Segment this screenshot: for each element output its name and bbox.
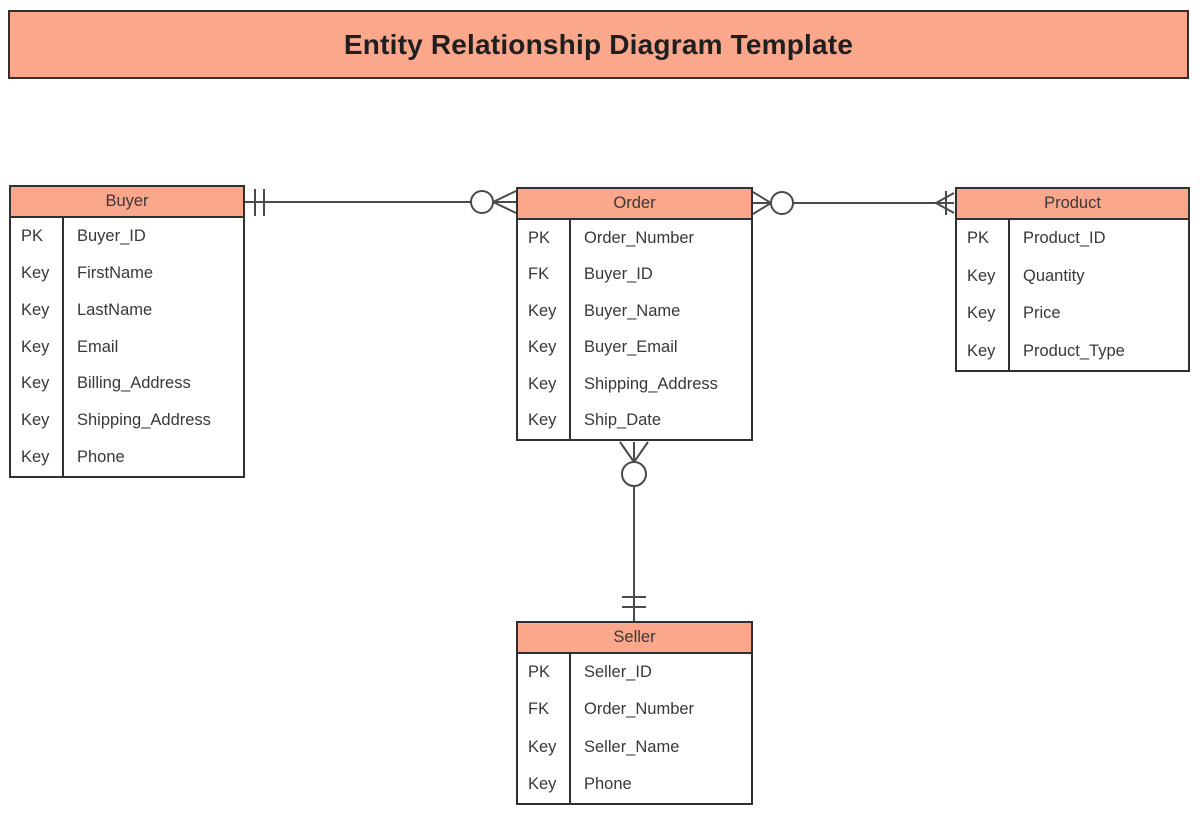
- diagram-title-banner[interactable]: Entity Relationship Diagram Template: [8, 10, 1189, 79]
- key-type: Key: [957, 257, 1010, 295]
- entity-seller-attributes: PK Seller_ID FK Order_Number Key Seller_…: [518, 654, 751, 803]
- connector-order-product[interactable]: [752, 191, 955, 215]
- table-row: Key Buyer_Email: [518, 329, 751, 366]
- table-row: PK Product_ID: [957, 220, 1188, 258]
- key-type: FK: [518, 691, 571, 729]
- key-type: Key: [518, 293, 571, 330]
- key-type: Key: [11, 402, 64, 440]
- attribute-name: Price: [1023, 304, 1061, 323]
- table-row: Key Shipping_Address: [518, 366, 751, 403]
- cardinality-zero-or-many-icon: [619, 441, 649, 487]
- key-type: Key: [11, 439, 64, 477]
- key-type: Key: [518, 329, 571, 366]
- attribute-name: Buyer_ID: [77, 226, 146, 245]
- attribute-name: Billing_Address: [77, 374, 191, 393]
- entity-title: Buyer: [105, 192, 149, 210]
- key-type: Key: [11, 254, 64, 292]
- table-row: Key Phone: [11, 439, 243, 477]
- table-row: FK Order_Number: [518, 691, 751, 729]
- entity-seller[interactable]: Seller PK Seller_ID FK Order_Number Key …: [516, 621, 753, 805]
- attribute-name: Buyer_Name: [584, 301, 681, 320]
- attribute-name: Shipping_Address: [77, 411, 211, 430]
- entity-buyer[interactable]: Buyer PK Buyer_ID Key FirstName Key Last…: [9, 185, 245, 478]
- attribute-name: Order_Number: [584, 700, 695, 719]
- key-type: Key: [11, 291, 64, 329]
- attribute-name: FirstName: [77, 263, 154, 282]
- entity-order-header: Order: [518, 189, 751, 220]
- cardinality-one-or-many-icon: [935, 191, 955, 215]
- key-type: Key: [957, 332, 1010, 370]
- key-type: PK: [518, 220, 571, 257]
- key-type: PK: [957, 220, 1010, 258]
- table-row: PK Seller_ID: [518, 654, 751, 692]
- attribute-name: Product_Type: [1023, 341, 1125, 360]
- table-row: Key LastName: [11, 291, 243, 329]
- attribute-name: Buyer_ID: [584, 265, 653, 284]
- entity-product[interactable]: Product PK Product_ID Key Quantity Key P…: [955, 187, 1190, 372]
- table-row: FK Buyer_ID: [518, 256, 751, 293]
- table-row: PK Order_Number: [518, 220, 751, 257]
- table-row: Key Product_Type: [957, 332, 1188, 370]
- entity-title: Order: [613, 194, 656, 212]
- entity-title: Product: [1044, 194, 1101, 212]
- key-type: Key: [518, 402, 571, 439]
- key-type: Key: [518, 728, 571, 766]
- table-row: Key Ship_Date: [518, 402, 751, 439]
- connector-order-seller[interactable]: [619, 441, 649, 621]
- attribute-name: Seller_ID: [584, 663, 652, 682]
- table-row: PK Buyer_ID: [11, 218, 243, 255]
- attribute-name: Product_ID: [1023, 229, 1106, 248]
- attribute-name: Email: [77, 337, 119, 356]
- entity-product-header: Product: [957, 189, 1188, 220]
- attribute-name: Phone: [584, 774, 632, 793]
- table-row: Key Billing_Address: [11, 365, 243, 403]
- cardinality-zero-or-many-icon: [752, 191, 794, 215]
- cardinality-zero-or-many-icon: [470, 190, 517, 214]
- attribute-name: Shipping_Address: [584, 374, 718, 393]
- table-row: Key Price: [957, 295, 1188, 333]
- key-type: Key: [11, 328, 64, 366]
- attribute-name: Quantity: [1023, 266, 1085, 285]
- entity-order[interactable]: Order PK Order_Number FK Buyer_ID Key Bu…: [516, 187, 753, 441]
- key-type: Key: [518, 366, 571, 403]
- key-type: Key: [11, 365, 64, 403]
- entity-product-attributes: PK Product_ID Key Quantity Key Price Key…: [957, 220, 1188, 370]
- attribute-name: Order_Number: [584, 228, 695, 247]
- key-type: PK: [11, 218, 64, 255]
- key-type: PK: [518, 654, 571, 692]
- table-row: Key Buyer_Name: [518, 293, 751, 330]
- attribute-name: Seller_Name: [584, 737, 680, 756]
- key-type: Key: [518, 765, 571, 803]
- entity-order-attributes: PK Order_Number FK Buyer_ID Key Buyer_Na…: [518, 220, 751, 439]
- attribute-name: Ship_Date: [584, 411, 662, 430]
- table-row: Key Seller_Name: [518, 728, 751, 766]
- entity-buyer-attributes: PK Buyer_ID Key FirstName Key LastName K…: [11, 218, 243, 477]
- table-row: Key Quantity: [957, 257, 1188, 295]
- table-row: Key Shipping_Address: [11, 402, 243, 440]
- diagram-title: Entity Relationship Diagram Template: [343, 28, 854, 60]
- attribute-name: Phone: [77, 448, 125, 467]
- cardinality-one-and-only-one-icon: [622, 596, 646, 608]
- entity-seller-header: Seller: [518, 623, 751, 654]
- connector-buyer-order[interactable]: [245, 189, 517, 216]
- attribute-name: LastName: [77, 300, 153, 319]
- attribute-name: Buyer_Email: [584, 338, 678, 357]
- table-row: Key Phone: [518, 765, 751, 803]
- entity-title: Seller: [613, 628, 656, 646]
- cardinality-one-and-only-one-icon: [254, 189, 265, 216]
- entity-buyer-header: Buyer: [11, 187, 243, 218]
- table-row: Key Email: [11, 328, 243, 366]
- key-type: FK: [518, 256, 571, 293]
- key-type: Key: [957, 295, 1010, 333]
- table-row: Key FirstName: [11, 254, 243, 292]
